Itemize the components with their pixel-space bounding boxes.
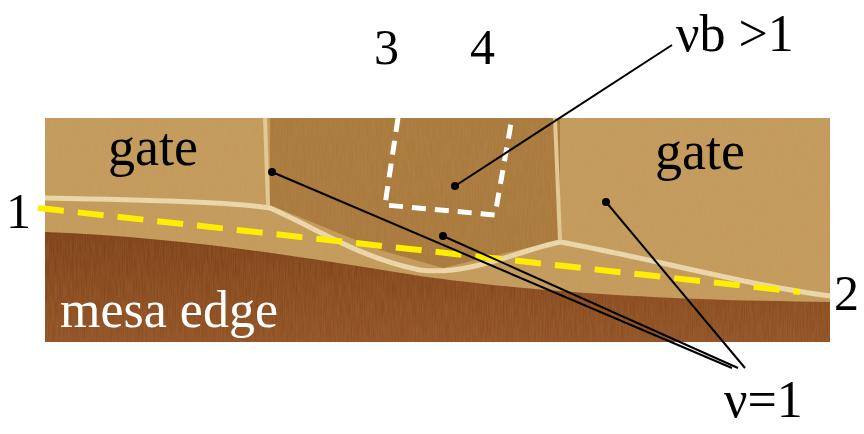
scan-line: [38, 208, 800, 292]
filling-label: ν=1: [724, 374, 803, 426]
region-label: gate: [655, 124, 745, 178]
leader-dot: [439, 232, 447, 240]
leader-line: [606, 202, 745, 368]
callout-number: 3: [374, 22, 399, 72]
region-outline: [385, 118, 512, 215]
leader-dot: [451, 182, 459, 190]
leader-dot: [602, 198, 610, 206]
callout-number: 1: [6, 186, 31, 236]
region-label: gate: [108, 120, 198, 174]
filling-label: νb >1: [676, 8, 794, 60]
callout-number: 2: [834, 268, 859, 318]
callout-number: 4: [470, 22, 495, 72]
texture: [45, 118, 830, 342]
surface: [45, 118, 830, 342]
leader-dot: [268, 168, 276, 176]
region-label: mesa edge: [60, 284, 278, 336]
leader-line: [443, 236, 738, 368]
